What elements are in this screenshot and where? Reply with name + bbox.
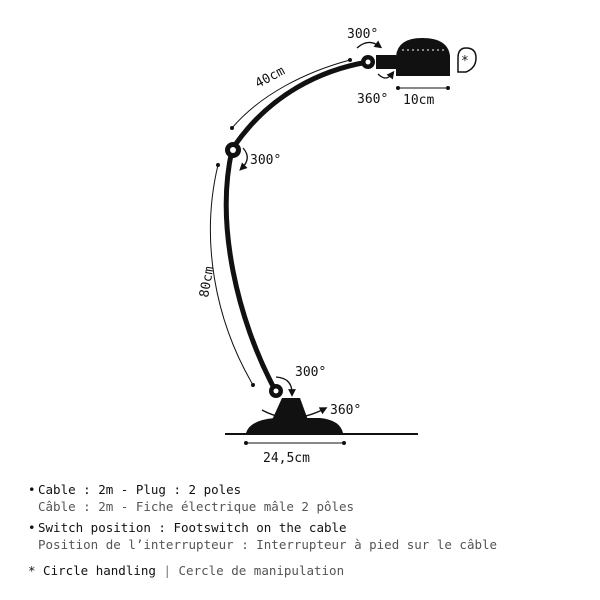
cable-note: •Cable : 2m - Plug : 2 poles Câble : 2m … — [28, 481, 588, 515]
lower-arm-dim-line — [209, 164, 254, 386]
lamp-base — [246, 398, 343, 433]
shade-width: 10cm — [403, 93, 434, 108]
head-tilt-angle: 300° — [347, 27, 378, 42]
base-width: 24,5cm — [263, 451, 310, 466]
elbow-arrow-icon — [239, 147, 248, 171]
switch-note-fr: Position de l’interrupteur : Interrupteu… — [38, 537, 498, 552]
head-rotate-angle: 360° — [357, 92, 388, 107]
upper-arm-dim-line — [231, 59, 351, 129]
circle-handling-fr: Cercle de manipulation — [178, 563, 345, 578]
head-rotate-arrow-icon — [377, 70, 395, 80]
lamp-diagram: * 40cm 80cm 10cm 24,5cm 300° 360° 300° 3… — [197, 27, 477, 466]
circle-handling-en: * Circle handling — [28, 563, 156, 578]
base-joint-arrow-icon — [275, 376, 296, 397]
switch-note-en: Switch position : Footswitch on the cabl… — [38, 520, 347, 535]
circle-handling-marker — [457, 47, 477, 73]
circle-handling-note: * Circle handling | Cercle de manipulati… — [28, 562, 588, 579]
separator: | — [163, 563, 171, 578]
lamp-shade — [376, 38, 450, 76]
base-rotate-arrow-icon — [261, 407, 328, 419]
lower-arm-length: 80cm — [197, 265, 217, 299]
bullet-icon: • — [28, 520, 36, 535]
cable-note-en: Cable : 2m - Plug : 2 poles — [38, 482, 242, 497]
circle-handling-symbol: * — [461, 54, 469, 69]
switch-note: •Switch position : Footswitch on the cab… — [28, 519, 588, 553]
spec-notes: •Cable : 2m - Plug : 2 poles Câble : 2m … — [28, 481, 588, 579]
bullet-icon: • — [28, 482, 36, 497]
cable-note-fr: Câble : 2m - Fiche électrique mâle 2 pôl… — [38, 499, 355, 514]
elbow-angle: 300° — [250, 153, 281, 168]
upper-arm — [232, 59, 369, 147]
lower-arm — [223, 149, 277, 390]
base-rotate-angle: 360° — [330, 403, 361, 418]
base-joint-angle: 300° — [295, 365, 326, 380]
head-tilt-arrow-icon — [356, 40, 383, 49]
